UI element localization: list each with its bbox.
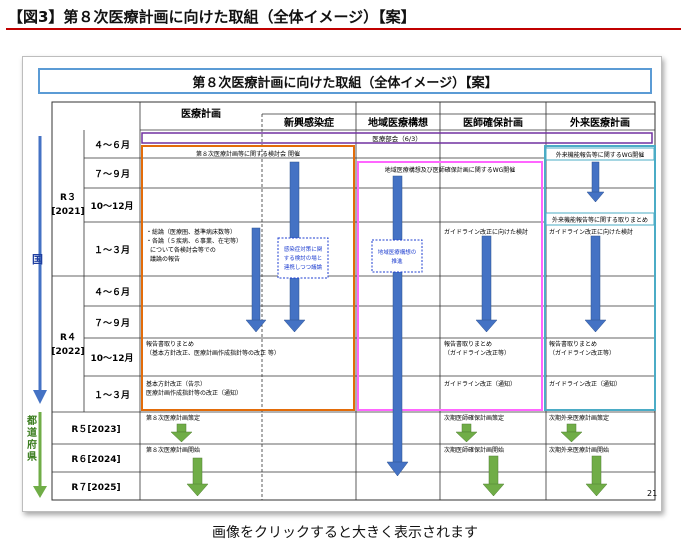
iryo-report-2: （基本方針改正、医療計画作成指針等の改正 等） (146, 349, 280, 357)
gairai-r6: 次期外来医療計画開始 (549, 446, 609, 454)
prefecture-label-char: 県 (27, 450, 37, 463)
quarter-r3-q3: 10～12月 (90, 201, 133, 212)
prefecture-arrows (170, 423, 608, 497)
ishi-report-2: （ガイドライン改正等） (444, 349, 510, 357)
chiiki-wg-box (357, 161, 543, 411)
svg-text:・各論（５疾病、６事業、在宅等）: ・各論（５疾病、６事業、在宅等） (146, 237, 242, 245)
quarter-r4-q1: ４～６月 (94, 287, 130, 298)
year-r6: R６[2024] (71, 454, 120, 465)
national-arrows (245, 161, 607, 477)
iryo-agenda: ・総論（医療圏、基準病床数等） ・各論（５疾病、６事業、在宅等） について各検討… (146, 228, 242, 263)
gairai-report-2: （ガイドライン改正等） (549, 349, 615, 357)
year-r4: R４ (60, 332, 76, 343)
bukai-bar: 医療部会（6/3） (141, 132, 653, 144)
svg-text:する検討の場と: する検討の場と (284, 254, 323, 262)
study-group-box (141, 145, 355, 411)
study-group-text: 第８次医療計画等に関する検討会 開催 (196, 150, 300, 158)
gairai-guideline: ガイドライン改正に向けた検討 (549, 228, 633, 236)
figure-title: 【図3】第８次医療計画に向けた取組（全体イメージ）【案】 (8, 8, 416, 26)
gairai-r5: 次期外来医療計画策定 (549, 414, 609, 422)
page-number: 21 (647, 489, 657, 498)
gairai-report-1: 報告書取りまとめ (549, 340, 597, 348)
svg-text:感染症対策に関: 感染症対策に関 (284, 245, 323, 253)
year-r3: R３ (60, 192, 76, 203)
quarter-r4-q2: ７～９月 (94, 318, 130, 329)
chiiki-promotion-box (371, 239, 423, 273)
ishi-r6: 次期医師確保計画開始 (444, 446, 504, 454)
svg-text:・総論（医療圏、基準病床数等）: ・総論（医療圏、基準病床数等） (146, 228, 236, 236)
iryo-notice-1: 基本方針改正（告示） (146, 380, 206, 388)
col-header-chiiki: 地域医療構想 (368, 116, 428, 129)
quarter-r3-q4: １～３月 (94, 245, 130, 256)
national-label: 国 (32, 253, 43, 266)
year-r7: R７[2025] (71, 482, 120, 493)
gairai-summary-text: 外来機能報告等に関する取りまとめ (552, 216, 648, 224)
svg-text:推進: 推進 (391, 257, 403, 265)
ishi-guideline: ガイドライン改正に向けた検討 (444, 228, 528, 236)
iryo-report-1: 報告書取りまとめ (146, 340, 194, 348)
quarter-r3-q1: ４～６月 (94, 140, 130, 151)
column-headers: 医療計画 新興感染症 地域医療構想 医師確保計画 外来医療計画 (181, 107, 630, 129)
ishi-notice: ガイドライン改正（通知） (444, 380, 516, 388)
quarter-labels: ４～６月 ７～９月 10～12月 １～３月 ４～６月 ７～９月 10～12月 １… (90, 140, 133, 401)
slide-image[interactable] (22, 56, 662, 512)
prefecture-label-char: 都 (26, 414, 37, 427)
quarter-r4-q4: １～３月 (94, 390, 130, 401)
year-r4-sub: [2022] (51, 347, 84, 357)
svg-text:議論の報告: 議論の報告 (150, 255, 180, 263)
year-r3-sub: [2021] (51, 207, 84, 217)
col-header-gairai: 外来医療計画 (569, 116, 630, 129)
title-underline (6, 28, 681, 30)
chiiki-wg-text: 地域医療構想及び医師確保計画に関するWG開催 (385, 166, 516, 174)
col-header-ishi: 医師確保計画 (463, 116, 523, 129)
year-r5: R５[2023] (71, 424, 120, 435)
kansen-discussion-box (277, 237, 329, 279)
iryo-notice-2: 医療計画作成指針等の改正（通知） (146, 389, 242, 397)
gairai-wg-box (544, 145, 656, 411)
quarter-r3-q2: ７～９月 (94, 169, 130, 180)
svg-text:について各検討会等での: について各検討会等での (150, 246, 216, 254)
iryo-r5: 第８次医療計画策定 (146, 414, 200, 422)
year-labels: R３ [2021] R４ [2022] R５[2023] R６[2024] R７… (51, 192, 120, 493)
col-header-kansen: 新興感染症 (284, 116, 334, 129)
slide-title: 第８次医療計画に向けた取組（全体イメージ）【案】 (38, 68, 652, 94)
side-arrows: 国 (32, 136, 47, 498)
svg-text:医療部会（6/3）: 医療部会（6/3） (372, 134, 421, 143)
ishi-r5: 次期医師確保計画策定 (444, 414, 504, 422)
ishi-report-1: 報告書取りまとめ (444, 340, 492, 348)
svg-text:地域医療構想の: 地域医療構想の (378, 248, 417, 256)
gairai-summary-box (545, 212, 655, 226)
gairai-notice: ガイドライン改正（通知） (549, 380, 621, 388)
prefecture-label-char: 道 (27, 426, 37, 439)
prefecture-label-char: 府 (27, 438, 37, 451)
svg-text:連携しつつ議論: 連携しつつ議論 (284, 263, 323, 271)
gairai-wg-title (545, 147, 655, 161)
caption[interactable]: 画像をクリックすると大きく表示されます (212, 525, 478, 541)
gairai-wg-text: 外来機能報告等に関するWG開催 (556, 151, 645, 159)
col-header-iryo: 医療計画 (181, 107, 221, 120)
quarter-r4-q3: 10～12月 (90, 353, 133, 364)
iryo-r6: 第８次医療計画開始 (146, 446, 200, 454)
